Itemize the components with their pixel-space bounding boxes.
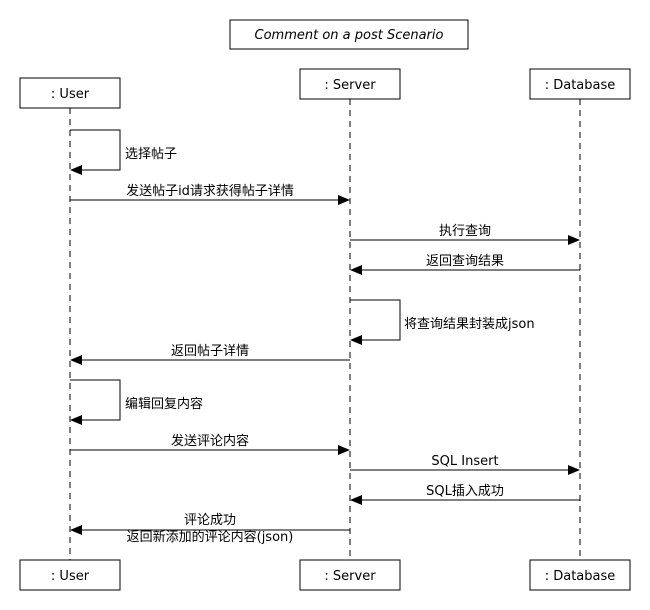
message-sql-insert-success: SQL插入成功 <box>350 484 580 505</box>
participant-server-bottom: : Server <box>299 559 401 591</box>
message-return-post-details-label: 返回帖子详情 <box>171 344 249 359</box>
participant-database-top-label: : Database <box>545 78 616 93</box>
participant-user-bottom: : User <box>19 559 121 591</box>
participant-user-top: : User <box>19 77 121 109</box>
message-request-post-details-label: 发送帖子id请求获得帖子详情 <box>126 183 294 199</box>
diagram-title-text: Comment on a post Scenario <box>255 28 444 43</box>
diagram-title: Comment on a post Scenario <box>229 19 469 50</box>
participant-user-bottom-label: : User <box>51 569 90 584</box>
participant-database-bottom-label: : Database <box>545 569 616 584</box>
message-return-post-details: 返回帖子详情 <box>70 344 350 365</box>
message-sql-insert: SQL Insert <box>350 454 580 475</box>
message-sql-insert-success-label: SQL插入成功 <box>426 484 504 499</box>
message-comment-success-label: 评论成功 <box>184 513 236 528</box>
message-wrap-json-label: 将查询结果封装成json <box>404 317 535 332</box>
message-execute-query: 执行查询 <box>350 224 580 245</box>
message-edit-reply-label: 编辑回复内容 <box>125 396 203 412</box>
message-request-post-details: 发送帖子id请求获得帖子详情 <box>70 183 350 205</box>
message-wrap-json: 将查询结果封装成json <box>350 299 535 345</box>
message-send-comment-label: 发送评论内容 <box>171 433 249 449</box>
message-comment-success: 评论成功 返回新添加的评论内容(json) <box>70 513 350 545</box>
participant-server-top: : Server <box>299 68 401 100</box>
participant-user-top-label: : User <box>51 87 90 102</box>
participant-server-top-label: : Server <box>324 78 376 93</box>
participant-database-bottom: : Database <box>529 559 631 591</box>
message-send-comment: 发送评论内容 <box>70 433 350 455</box>
message-return-query-result: 返回查询结果 <box>350 254 580 275</box>
participant-database-top: : Database <box>529 68 631 100</box>
message-select-post: 选择帖子 <box>70 129 177 175</box>
participant-server-bottom-label: : Server <box>324 569 376 584</box>
message-execute-query-label: 执行查询 <box>439 224 491 239</box>
message-comment-success-label-2: 返回新添加的评论内容(json) <box>127 529 294 545</box>
message-sql-insert-label: SQL Insert <box>431 454 498 469</box>
message-edit-reply: 编辑回复内容 <box>70 379 203 425</box>
message-select-post-label: 选择帖子 <box>125 147 177 162</box>
message-return-query-result-label: 返回查询结果 <box>426 254 504 269</box>
